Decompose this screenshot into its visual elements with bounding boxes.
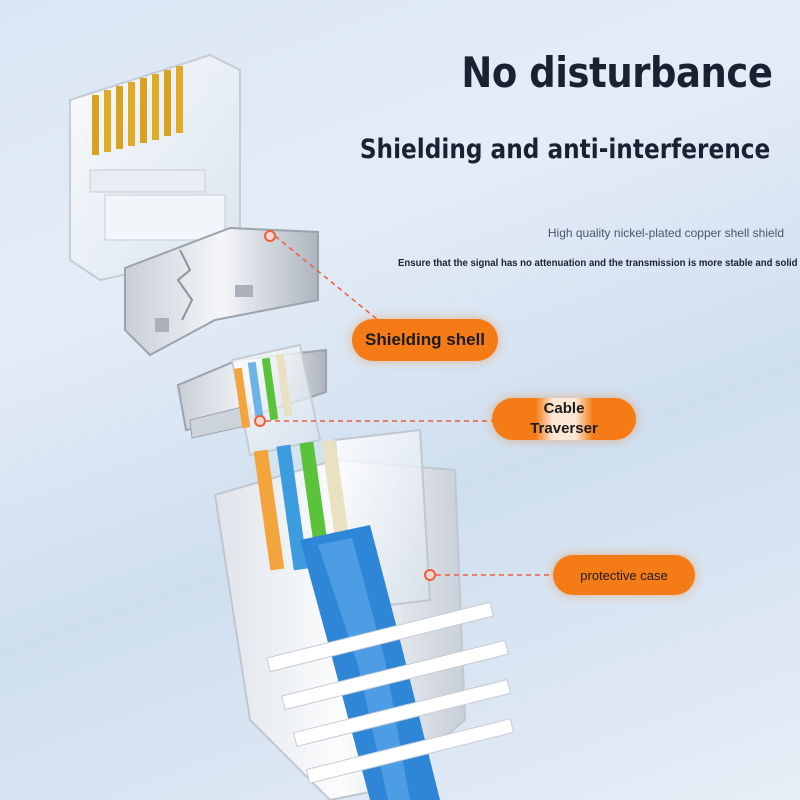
traverser-marker-dot <box>254 415 266 427</box>
gold-contacts <box>92 66 183 155</box>
cable-traverser-label-line1: Cable <box>543 400 585 417</box>
subheadline: Shielding and anti-interference <box>359 134 770 165</box>
cable-traverser-label-line2: Traverser <box>530 420 598 437</box>
plug-body <box>69 53 241 282</box>
shielding-shell-callout: Shielding shell <box>352 319 498 361</box>
protective-case-part <box>213 428 515 800</box>
shield-marker-dot <box>264 230 276 242</box>
shield-quality-note: High quality nickel-plated copper shell … <box>547 226 784 240</box>
cable-traverser-callout: Cable Traverser <box>492 398 636 440</box>
protective-case-callout: protective case <box>553 555 695 595</box>
cable-traverser-part <box>230 343 322 457</box>
case-marker-dot <box>424 569 436 581</box>
signal-note: Ensure that the signal has no attenuatio… <box>398 258 798 269</box>
callout-leaders <box>254 230 560 581</box>
headline: No disturbance <box>460 48 772 97</box>
